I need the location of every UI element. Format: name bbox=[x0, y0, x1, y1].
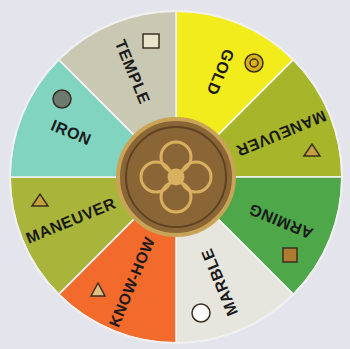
arming-icon bbox=[283, 248, 297, 262]
medallion-ornament bbox=[141, 142, 211, 212]
maneuver-icon bbox=[304, 144, 320, 156]
action-icons bbox=[32, 34, 320, 322]
rondel-rim bbox=[10, 11, 342, 343]
medallion-ring bbox=[126, 127, 226, 227]
gold-icon bbox=[245, 54, 263, 72]
know-how-icon bbox=[91, 283, 105, 296]
medallion-disc bbox=[118, 119, 234, 235]
segment-fill bbox=[59, 11, 176, 137]
rondel-segment: MARBLE bbox=[174, 214, 296, 345]
marble-icon bbox=[192, 304, 210, 322]
center-medallion bbox=[118, 119, 234, 235]
ornament-lobe bbox=[181, 162, 211, 192]
rondel-segment: MANEUVER bbox=[8, 175, 139, 297]
segment-shape bbox=[56, 9, 178, 140]
rondel-segment: MANEUVER bbox=[213, 57, 344, 179]
iron-icon bbox=[53, 90, 71, 108]
maneuver-icon bbox=[32, 194, 48, 206]
rondel-segment: TEMPLE bbox=[56, 9, 178, 140]
segment-fill bbox=[176, 217, 293, 343]
ornament-lobe bbox=[161, 142, 191, 172]
segment-fill bbox=[10, 177, 136, 294]
segment-fill bbox=[216, 60, 342, 177]
ornament-center bbox=[169, 170, 183, 184]
ornament-lobe bbox=[161, 182, 191, 212]
temple-icon bbox=[143, 34, 159, 48]
segment-shape bbox=[174, 214, 296, 345]
gold-icon bbox=[250, 59, 258, 67]
ornament-lobe bbox=[141, 162, 171, 192]
